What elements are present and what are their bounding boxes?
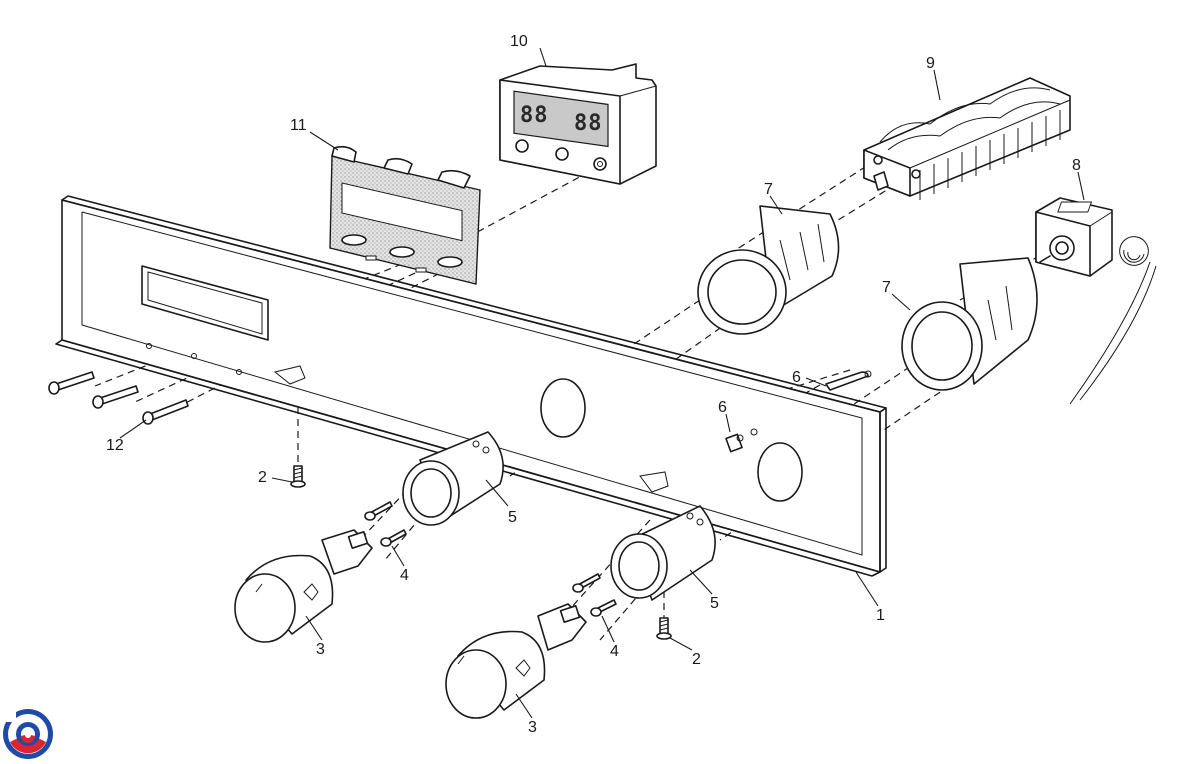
- screw-2-right: [656, 617, 672, 640]
- callout-2-left: 2: [258, 469, 267, 486]
- timer-digits-right: 88: [574, 111, 603, 136]
- callout-5-left: 5: [508, 509, 517, 526]
- bolts-12: [48, 371, 189, 425]
- callout-9: 9: [926, 55, 935, 72]
- control-panel-fascia: [55, 195, 887, 577]
- callout-12: 12: [106, 437, 124, 454]
- control-knob-right: [445, 603, 587, 719]
- callout-6-upper: 6: [792, 369, 801, 386]
- callout-5-right: 5: [710, 595, 719, 612]
- indicator-lamp-lower: [725, 433, 744, 453]
- screw-group-right: [572, 573, 617, 617]
- knob-sleeve-left: [402, 431, 504, 526]
- bezel-upper: [697, 205, 840, 335]
- callout-7-lower: 7: [882, 279, 891, 296]
- indicator-lamp-upper: [825, 370, 872, 391]
- screw-group-left: [364, 501, 407, 547]
- callout-10: 10: [510, 33, 528, 50]
- callout-labels: 10 11 9 7 8 7 6 6 12 2 5 5 4 4 2 3 3 1: [106, 33, 1081, 736]
- function-switch: [863, 77, 1071, 200]
- knob-sleeve-right: [610, 505, 716, 601]
- callout-4-right: 4: [610, 643, 619, 660]
- timer-digits-left: 88: [520, 103, 549, 128]
- thermostat: [1035, 197, 1157, 405]
- callout-8: 8: [1072, 157, 1081, 174]
- callout-3-left: 3: [316, 641, 325, 658]
- callout-11: 11: [290, 117, 307, 134]
- callout-3-right: 3: [528, 719, 537, 736]
- mounting-bracket: [329, 145, 481, 285]
- callout-7-upper: 7: [764, 181, 773, 198]
- brand-logo: [2, 708, 53, 759]
- digital-timer: 88 88: [499, 63, 657, 185]
- screw-2-left: [290, 465, 306, 488]
- bezel-lower: [901, 257, 1038, 391]
- callout-4-left: 4: [400, 567, 409, 584]
- callout-6-lower: 6: [718, 399, 727, 416]
- control-knob-left: [234, 529, 373, 643]
- callout-2-right: 2: [692, 651, 701, 668]
- leader-lines: [119, 47, 1085, 719]
- callout-1: 1: [876, 607, 885, 624]
